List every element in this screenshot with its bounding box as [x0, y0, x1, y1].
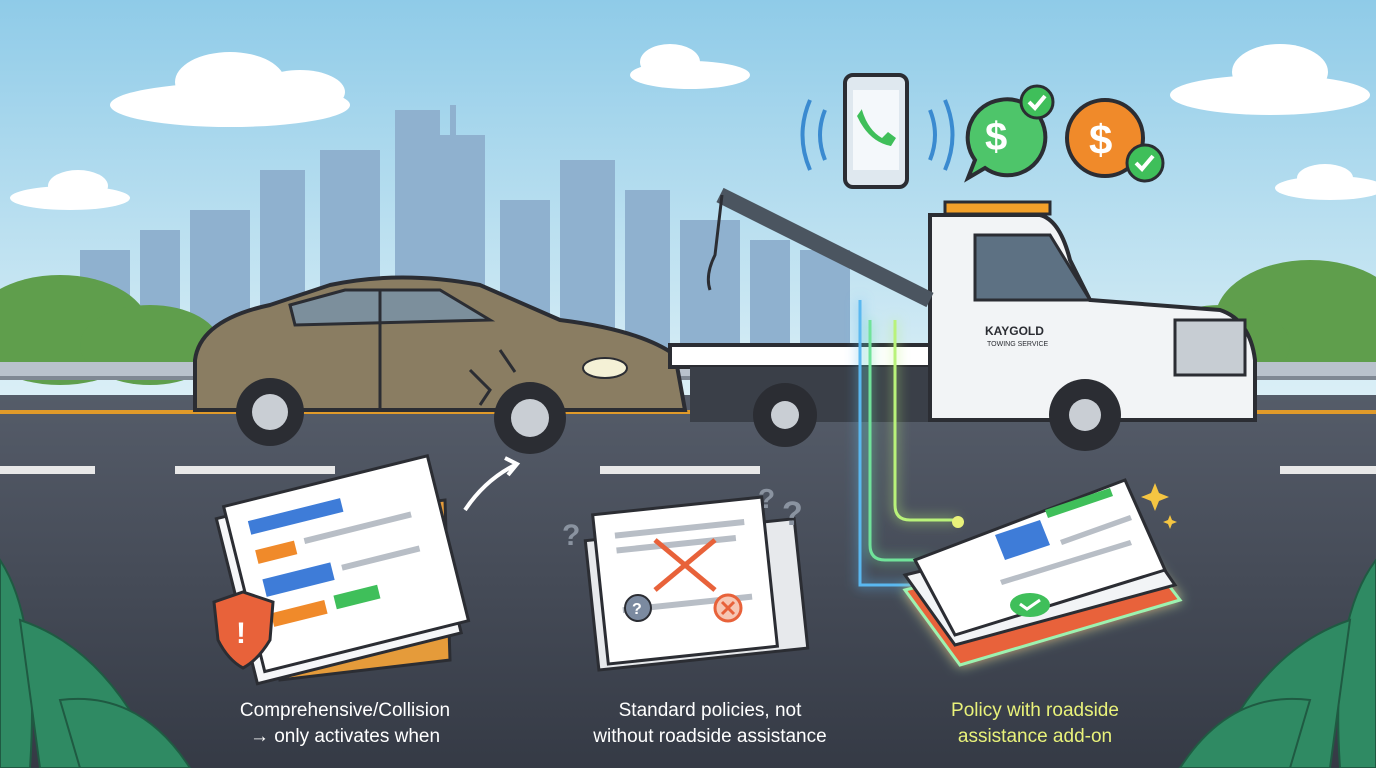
- caption-roadside: Policy with roadside assistance add-on: [880, 698, 1190, 750]
- document-stack-comprehensive: [214, 453, 471, 686]
- svg-text:?: ?: [782, 495, 803, 533]
- warning-shield-icon: !: [212, 590, 275, 670]
- document-stack-standard: ?: [583, 495, 810, 672]
- tow-truck: KAYGOLD TOWING SERVICE: [668, 187, 1257, 451]
- document-stack-roadside: [902, 478, 1183, 667]
- damaged-car: [193, 275, 688, 454]
- check-badge-icon: [1019, 84, 1055, 120]
- svg-text:$: $: [1089, 116, 1112, 163]
- caption-roadside-line2: assistance add-on: [957, 726, 1113, 747]
- caption-roadside-line1: Policy with roadside: [951, 700, 1119, 721]
- clouds: [10, 44, 1376, 210]
- cross-mark-icon: [653, 538, 717, 592]
- lane-markings: [0, 466, 1376, 474]
- dollar-coin-icon: $: [1065, 98, 1165, 183]
- sparkle-icon: [1141, 483, 1177, 529]
- caption-comprehensive-line2: → only activates when: [249, 726, 441, 747]
- svg-text:?: ?: [562, 519, 580, 552]
- caption-standard-line2: without roadside assistance: [593, 726, 827, 747]
- svg-text:!: !: [236, 617, 246, 650]
- truck-subtitle: TOWING SERVICE: [987, 341, 1049, 348]
- arrow-icon: [463, 456, 521, 512]
- truck-brand: KAYGOLD: [985, 324, 1044, 338]
- svg-text:$: $: [985, 115, 1007, 159]
- caption-comprehensive-line1: Comprehensive/Collision: [239, 700, 451, 721]
- caption-standard: Standard policies, not without roadside …: [520, 698, 900, 750]
- caption-comprehensive: Comprehensive/Collision → only activates…: [170, 698, 520, 750]
- svg-text:?: ?: [632, 601, 642, 618]
- caption-standard-line1: Standard policies, not: [618, 700, 802, 721]
- question-mark-icon: ? ? ?: [562, 483, 803, 552]
- phone-call-icon: [800, 73, 955, 189]
- svg-text:?: ?: [758, 483, 775, 514]
- connector-lines: [858, 300, 958, 587]
- foreground-plants: [0, 558, 1376, 768]
